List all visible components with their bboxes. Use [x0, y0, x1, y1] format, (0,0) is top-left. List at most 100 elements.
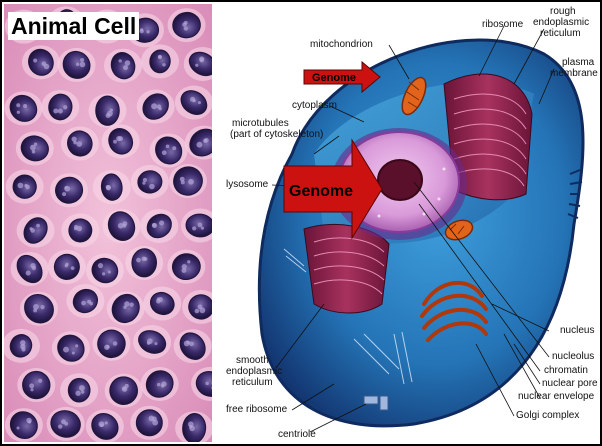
chromatin-speck [198, 304, 203, 309]
chromatin-speck [17, 426, 20, 429]
chromatin-speck [80, 58, 84, 62]
chromatin-speck [195, 64, 198, 67]
chromatin-speck [129, 302, 133, 306]
chromatin-speck [24, 184, 27, 187]
chromatin-speck [123, 387, 126, 390]
label-plasma-2: membrane [550, 68, 598, 79]
chromatin-speck [32, 150, 36, 154]
chromatin-speck [108, 271, 111, 274]
chromatin-speck [79, 385, 85, 391]
chromatin-speck [157, 383, 161, 387]
chromatin-speck [159, 220, 164, 225]
label-microtubules-1: microtubules [232, 118, 289, 129]
chromatin-speck [118, 59, 121, 62]
chromatin-speck [75, 344, 78, 347]
chromatin-speck [104, 345, 109, 350]
chromatin-speck [189, 341, 194, 346]
chromatin-speck [30, 263, 35, 268]
stained-nucleus [68, 378, 90, 402]
chromatin-speck [190, 97, 195, 102]
chromatin-speck [98, 421, 104, 427]
chromatin-speck [72, 136, 77, 141]
nucleolus [378, 160, 422, 200]
chromatin-speck [73, 141, 77, 145]
chromatin-speck [16, 103, 20, 107]
chromatin-speck [72, 351, 75, 354]
chromatin-speck [146, 30, 149, 33]
chromatin-speck [81, 301, 86, 306]
label-nuclear-envelope: nuclear envelope [518, 391, 594, 402]
chromatin-speck [136, 258, 141, 263]
chromatin-speck [142, 257, 146, 261]
label-plasma-1: plasma [562, 57, 594, 68]
label-smooth-er-2: endoplasmic [226, 366, 282, 377]
chromatin-speck [143, 178, 147, 182]
chromatin-speck [123, 306, 126, 309]
chromatin-speck [33, 304, 39, 310]
chromatin-speck [184, 26, 188, 30]
chromatin-speck [181, 180, 185, 184]
chromatin-speck [63, 347, 69, 353]
chromatin-speck [38, 379, 42, 383]
chromatin-speck [87, 300, 91, 304]
smooth-er [304, 224, 389, 313]
chromatin-speck [29, 383, 34, 388]
chromatin-speck [172, 146, 176, 150]
label-ribosome: ribosome [482, 19, 523, 30]
chromatin-speck [76, 141, 82, 147]
chromatin-speck [17, 111, 20, 114]
chromatin-speck [162, 150, 167, 155]
chromatin-speck [66, 263, 69, 266]
chromatin-speck [23, 104, 27, 108]
chromatin-speck [149, 416, 155, 422]
chromatin-speck [182, 264, 187, 269]
chromatin-speck [30, 228, 35, 233]
chromatin-speck [151, 103, 157, 109]
chromatin-speck [189, 426, 195, 432]
chromatin-speck [149, 184, 155, 190]
chromatin-speck [157, 297, 160, 300]
chromatin-speck [64, 422, 68, 426]
chromatin-speck [58, 424, 62, 428]
chromatin-speck [161, 381, 166, 386]
label-nucleus: nucleus [560, 325, 594, 336]
chromatin-speck [33, 59, 37, 63]
chromatin-speck [162, 63, 165, 66]
label-free-ribosome: free ribosome [226, 404, 287, 415]
chromatin-speck [34, 143, 37, 146]
chromatin-speck [62, 192, 66, 196]
chromatin-speck [76, 63, 79, 66]
chromatin-speck [196, 142, 202, 148]
chromatin-speck [140, 28, 143, 31]
chromatin-speck [106, 113, 111, 118]
chromatin-speck [198, 101, 201, 104]
label-smooth-er-3: reticulum [232, 377, 273, 388]
chromatin-speck [201, 227, 204, 230]
chromatin-speck [77, 226, 82, 231]
chromatin-speck [81, 390, 84, 393]
label-smooth-er-1: smooth [236, 355, 269, 366]
chromatin-speck [118, 136, 123, 141]
chromatin-speck [17, 183, 23, 189]
chromatin-speck [80, 62, 86, 68]
cell-diagram: Genome Genome ribosome rough endoplasmic… [214, 4, 600, 442]
chromatin-speck [184, 341, 190, 347]
chromatin-speck [198, 223, 203, 228]
label-centriole: centriole [278, 429, 316, 440]
chromatin-speck [30, 388, 33, 391]
label-nucleolus: nucleolus [552, 351, 594, 362]
chromatin-speck [98, 263, 103, 268]
chromatin-speck [166, 145, 170, 149]
genome-arrow-large-label: Genome [289, 183, 353, 200]
label-golgi-complex: Golgi complex [516, 410, 579, 421]
chromatin-speck [110, 108, 113, 111]
chromatin-speck [118, 223, 124, 229]
chromatin-speck [28, 420, 31, 423]
chromatin-speck [195, 309, 200, 314]
chromatin-speck [205, 382, 209, 386]
chromatin-speck [75, 391, 80, 396]
panel-title: Animal Cell [8, 12, 139, 40]
chromatin-speck [154, 342, 157, 345]
genome-arrow-small-label: Genome [312, 72, 356, 84]
